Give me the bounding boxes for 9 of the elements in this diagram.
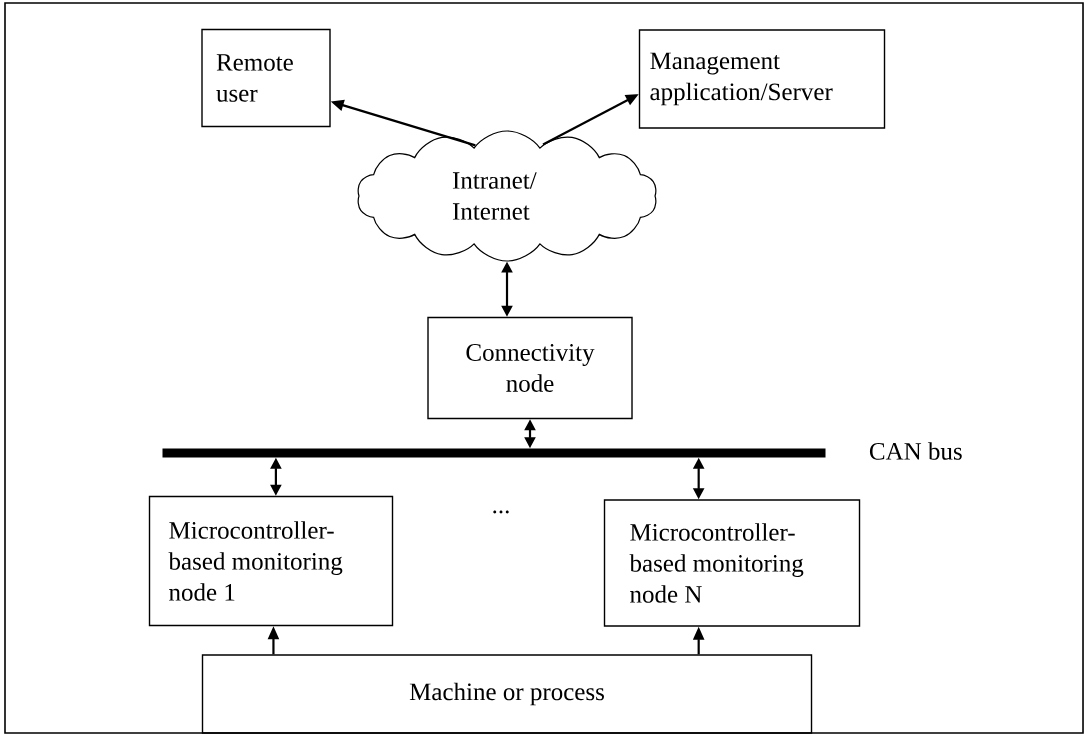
bus-label: CAN bus <box>869 442 962 460</box>
machine-box: Machine or process <box>201 654 813 734</box>
server-box: Management application/Server <box>638 29 886 129</box>
ellipsis: ... <box>493 510 509 514</box>
monitoring-node-box: Microcontroller-based monitoring node 1 <box>148 495 394 627</box>
connectivity-box: Connectivity node <box>427 316 633 420</box>
user-box: Remote user <box>201 28 331 128</box>
network-cloud: Intranet/ Internet <box>357 130 657 262</box>
monitoring-node-box: Microcontroller-based monitoring node N <box>603 499 861 627</box>
